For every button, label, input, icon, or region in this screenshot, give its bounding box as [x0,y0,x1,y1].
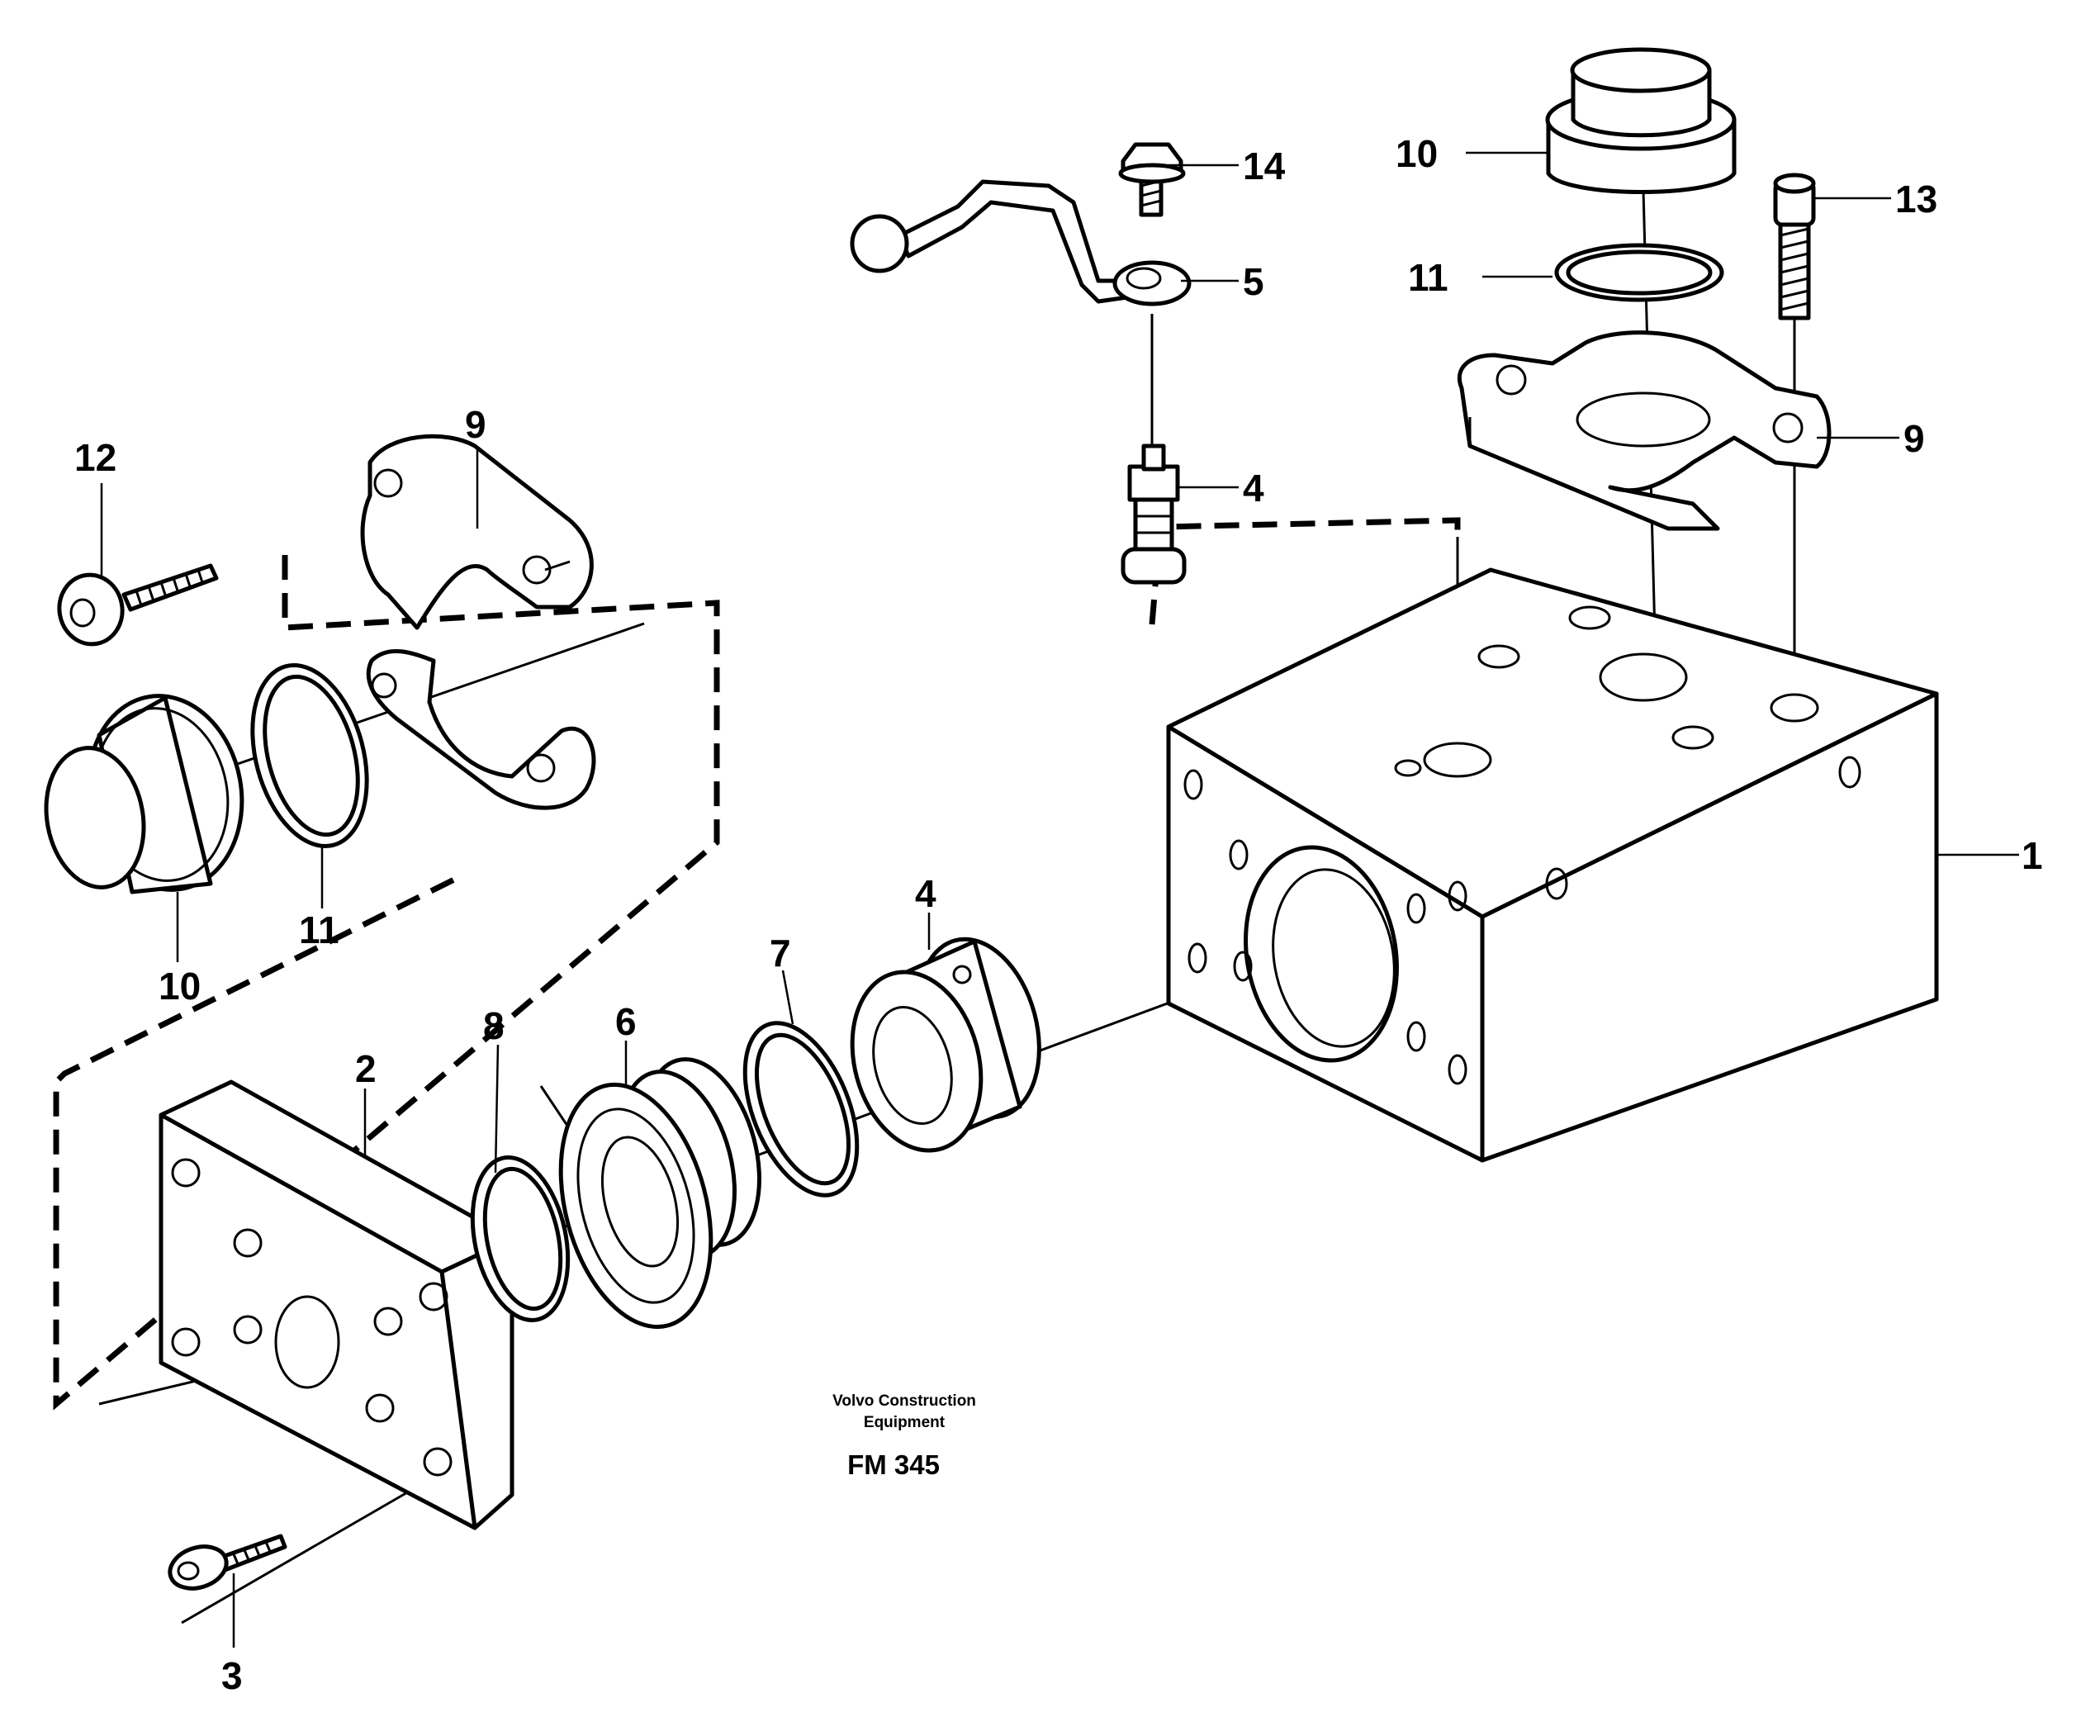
callout-6: 6 [615,1000,637,1043]
callout-7: 7 [770,932,791,975]
callout-13: 13 [1895,178,1937,221]
callout-1: 1 [2022,834,2043,877]
caption-code: FM 345 [847,1449,940,1480]
flange-adapter-top [1545,47,1737,194]
callout-11-left: 11 [299,908,339,951]
callout-2: 2 [355,1047,377,1090]
ball-4 [850,937,1041,1153]
cap-screw-12 [57,563,219,647]
callout-10-left: 10 [159,965,201,1008]
split-flange-left [360,434,596,810]
o-ring-8 [470,1155,571,1322]
leader-lines [100,151,2019,1648]
callout-14: 14 [1243,145,1286,187]
callout-numbers: 1 2 3 4 4 5 6 7 8 9 9 10 10 11 11 12 13 … [74,132,2043,1697]
o-ring-11-top [1554,243,1724,302]
assembly-outline-left [53,555,720,1411]
valve-housing-block [1166,567,1939,1163]
valve-seat-6 [558,1057,761,1330]
cap-screw-13 [1773,173,1816,320]
diagram-caption: Volvo Construction Equipment FM 345 [832,1392,976,1480]
caption-line-1: Volvo Construction [832,1392,976,1410]
callout-10-top: 10 [1396,132,1438,175]
o-ring-11-left [250,663,369,848]
callout-5: 5 [1243,260,1264,303]
stem-4 [1121,443,1187,585]
o-ring-7 [742,1021,860,1198]
callout-12: 12 [74,436,116,479]
callout-4-top: 4 [1243,467,1264,510]
callout-3: 3 [221,1654,243,1697]
split-flange-top [1457,330,1832,531]
callout-8: 8 [483,1004,505,1047]
bolt-14 [1118,142,1186,217]
caption-line-2: Equipment [864,1414,946,1431]
flange-adapter-left [44,694,244,894]
callout-11-top: 11 [1408,256,1448,299]
callout-4-mid: 4 [915,872,936,915]
callout-9-right: 9 [1903,417,1925,460]
valve-handle [850,179,1192,306]
callout-9-left: 9 [465,403,486,446]
flange-plate [159,1079,514,1530]
cap-screw-bottom [168,1534,287,1591]
